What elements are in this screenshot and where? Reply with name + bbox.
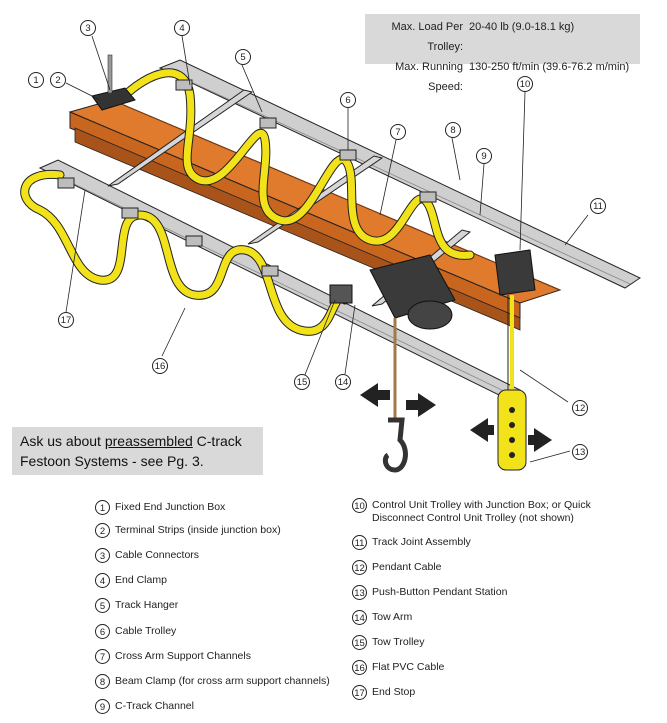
legend-number: 3	[95, 548, 110, 563]
legend-number: 9	[95, 699, 110, 714]
legend-number: 2	[95, 523, 110, 538]
max-speed-label: Max. Running Speed:	[395, 61, 463, 93]
max-speed-value: 130-250 ft/min (39.6-76.2 m/min)	[469, 61, 630, 73]
promo-suffix: C-track	[192, 433, 242, 449]
legend-item-17: 17 End Stop	[352, 685, 602, 700]
legend-text: Push-Button Pendant Station	[372, 586, 508, 598]
back-c-track	[158, 59, 642, 289]
legend-item-7: 7 Cross Arm Support Channels	[95, 649, 340, 664]
legend-number: 4	[95, 573, 110, 588]
promo-line2: Festoon Systems - see Pg. 3.	[20, 453, 204, 469]
legend-number: 1	[95, 500, 110, 515]
legend-number: 6	[95, 624, 110, 639]
legend-item-13: 13 Push-Button Pendant Station	[352, 585, 602, 600]
legend-number: 15	[352, 635, 367, 650]
callout-6: 6	[340, 92, 356, 108]
legend-number: 8	[95, 674, 110, 689]
direction-arrows	[360, 383, 552, 452]
legend-number: 7	[95, 649, 110, 664]
legend-item-1: 1 Fixed End Junction Box	[95, 500, 340, 515]
promo-link[interactable]: preassembled	[104, 433, 193, 449]
legend-item-4: 4 End Clamp	[95, 573, 340, 588]
legend-item-5: 5 Track Hanger	[95, 598, 340, 613]
max-load-label: Max. Load Per Trolley:	[391, 21, 463, 53]
legend-text: Cable Trolley	[115, 625, 177, 637]
callout-13: 13	[572, 444, 588, 460]
callout-2: 2	[50, 72, 66, 88]
legend-text: Tow Arm	[372, 611, 413, 623]
legend-item-16: 16 Flat PVC Cable	[352, 660, 602, 675]
legend-number: 11	[352, 535, 367, 550]
legend-item-2: 2 Terminal Strips (inside junction box)	[95, 523, 340, 538]
callout-leaders	[65, 35, 589, 463]
legend-number: 16	[352, 660, 367, 675]
callout-17: 17	[58, 312, 74, 328]
callout-4: 4	[174, 20, 190, 36]
callout-12: 12	[572, 400, 588, 416]
callout-3: 3	[80, 20, 96, 36]
legend-item-8: 8 Beam Clamp (for cross arm support chann…	[95, 674, 340, 689]
legend-text: Terminal Strips (inside junction box)	[115, 524, 281, 536]
callout-16: 16	[152, 358, 168, 374]
callout-14: 14	[335, 374, 351, 390]
legend-item-9: 9 C-Track Channel	[95, 699, 340, 714]
legend-item-15: 15 Tow Trolley	[352, 635, 602, 650]
legend-text: End Stop	[372, 686, 416, 698]
promo-box: Ask us about preassembled C-track Festoo…	[12, 427, 263, 475]
legend-item-12: 12 Pendant Cable	[352, 560, 602, 575]
legend-number: 14	[352, 610, 367, 625]
legend-text: Fixed End Junction Box	[115, 501, 226, 513]
legend-text: Beam Clamp (for cross arm support channe…	[115, 675, 330, 687]
legend-text: Track Hanger	[115, 599, 179, 611]
callout-9: 9	[476, 148, 492, 164]
cable-trolleys	[57, 79, 437, 277]
legend-text: End Clamp	[115, 574, 167, 586]
legend-item-11: 11 Track Joint Assembly	[352, 535, 602, 550]
callout-1: 1	[28, 72, 44, 88]
callout-7: 7	[390, 124, 406, 140]
legend-text: Pendant Cable	[372, 561, 442, 573]
legend-number: 12	[352, 560, 367, 575]
legend-number: 5	[95, 598, 110, 613]
callout-8: 8	[445, 122, 461, 138]
legend-item-14: 14 Tow Arm	[352, 610, 602, 625]
legend-item-3: 3 Cable Connectors	[95, 548, 340, 563]
specs-panel: Max. Load Per Trolley: 20-40 lb (9.0-18.…	[365, 14, 640, 93]
legend-item-10: 10 Control Unit Trolley with Junction Box…	[352, 498, 602, 525]
control-unit-trolley	[494, 249, 536, 471]
legend-text: Track Joint Assembly	[372, 536, 471, 548]
legend-text: C-Track Channel	[115, 700, 194, 712]
hoist	[329, 254, 456, 473]
legend-item-6: 6 Cable Trolley	[95, 624, 340, 639]
callout-5: 5	[235, 49, 251, 65]
legend-text: Control Unit Trolley with Junction Box; …	[372, 499, 591, 524]
callout-10: 10	[517, 76, 533, 92]
promo-prefix: Ask us about	[20, 433, 105, 449]
legend-text: Flat PVC Cable	[372, 661, 445, 673]
callout-15: 15	[294, 374, 310, 390]
max-load-value: 20-40 lb (9.0-18.1 kg)	[469, 21, 575, 33]
callout-11: 11	[590, 198, 606, 214]
legend-number: 17	[352, 685, 367, 700]
legend-number: 13	[352, 585, 367, 600]
legend-text: Cable Connectors	[115, 549, 200, 561]
legend-text: Cross Arm Support Channels	[115, 650, 251, 662]
fixed-end-junction-box	[91, 54, 136, 111]
legend-text: Tow Trolley	[372, 636, 425, 648]
legend-number: 10	[352, 498, 367, 513]
